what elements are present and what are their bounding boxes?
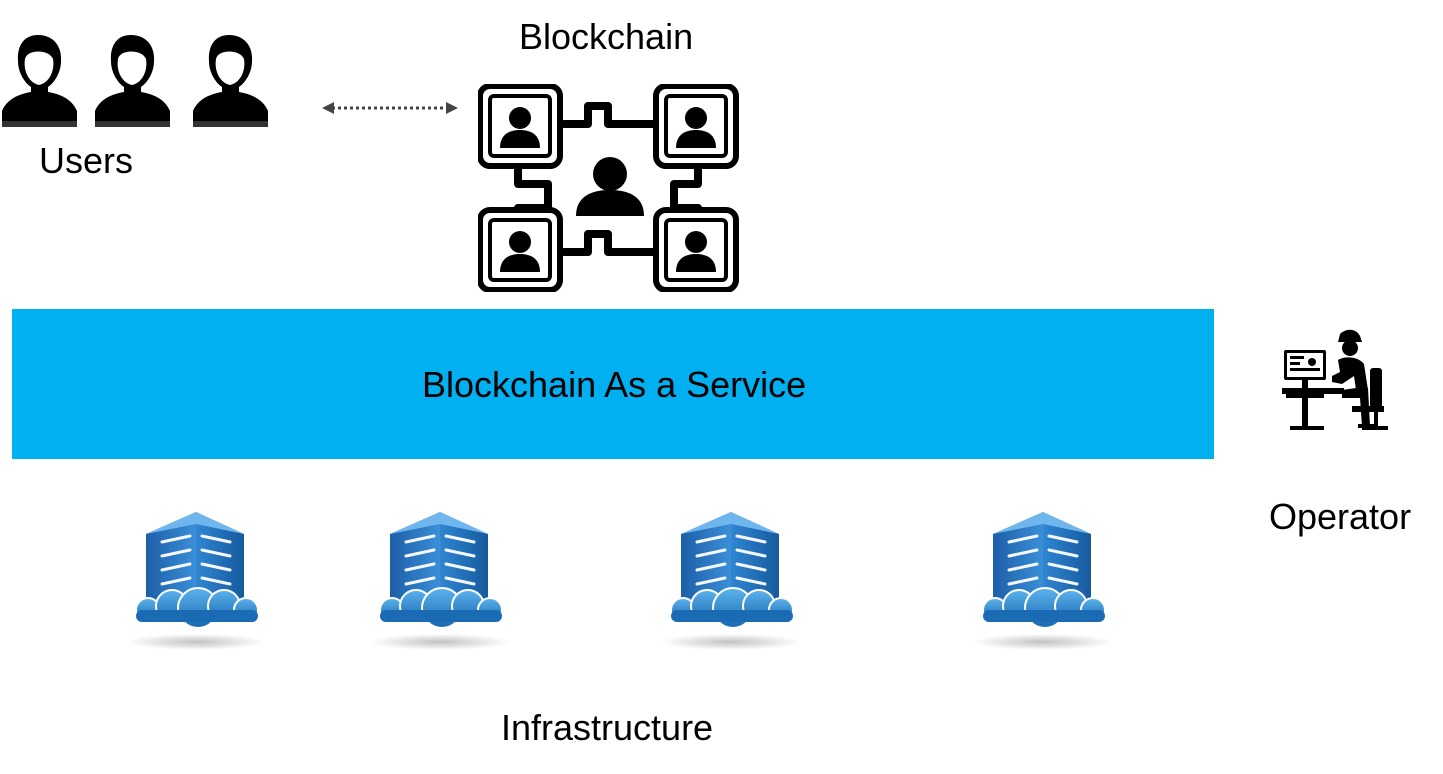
infrastructure-label: Infrastructure: [501, 707, 714, 748]
user-silhouette-icon: [193, 35, 268, 127]
cloud-server-icon: [661, 512, 805, 652]
user-silhouette-icon: [2, 35, 77, 127]
hard-hat-icon: [1338, 329, 1362, 342]
users-blockchain-connector: [320, 100, 460, 116]
cloud-server-icon: [126, 512, 270, 652]
operator-label: Operator: [1269, 496, 1412, 537]
blockchain-network-icon: [478, 84, 746, 292]
cloud-server-icon: [370, 512, 514, 652]
arrowhead-left-icon: [322, 102, 334, 114]
arrowhead-right-icon: [446, 102, 458, 114]
blockchain-as-a-service-band: Blockchain As a Service: [12, 309, 1214, 459]
users-label: Users: [39, 140, 134, 181]
blockchain-as-a-service-label: Blockchain As a Service: [422, 364, 807, 405]
cloud-server-icon: [973, 512, 1117, 652]
blockchain-label: Blockchain: [519, 16, 694, 57]
users-icons: [2, 35, 268, 127]
operator-workstation-icon: [1282, 328, 1392, 434]
user-silhouette-icon: [95, 35, 170, 127]
users-group: [0, 32, 280, 128]
